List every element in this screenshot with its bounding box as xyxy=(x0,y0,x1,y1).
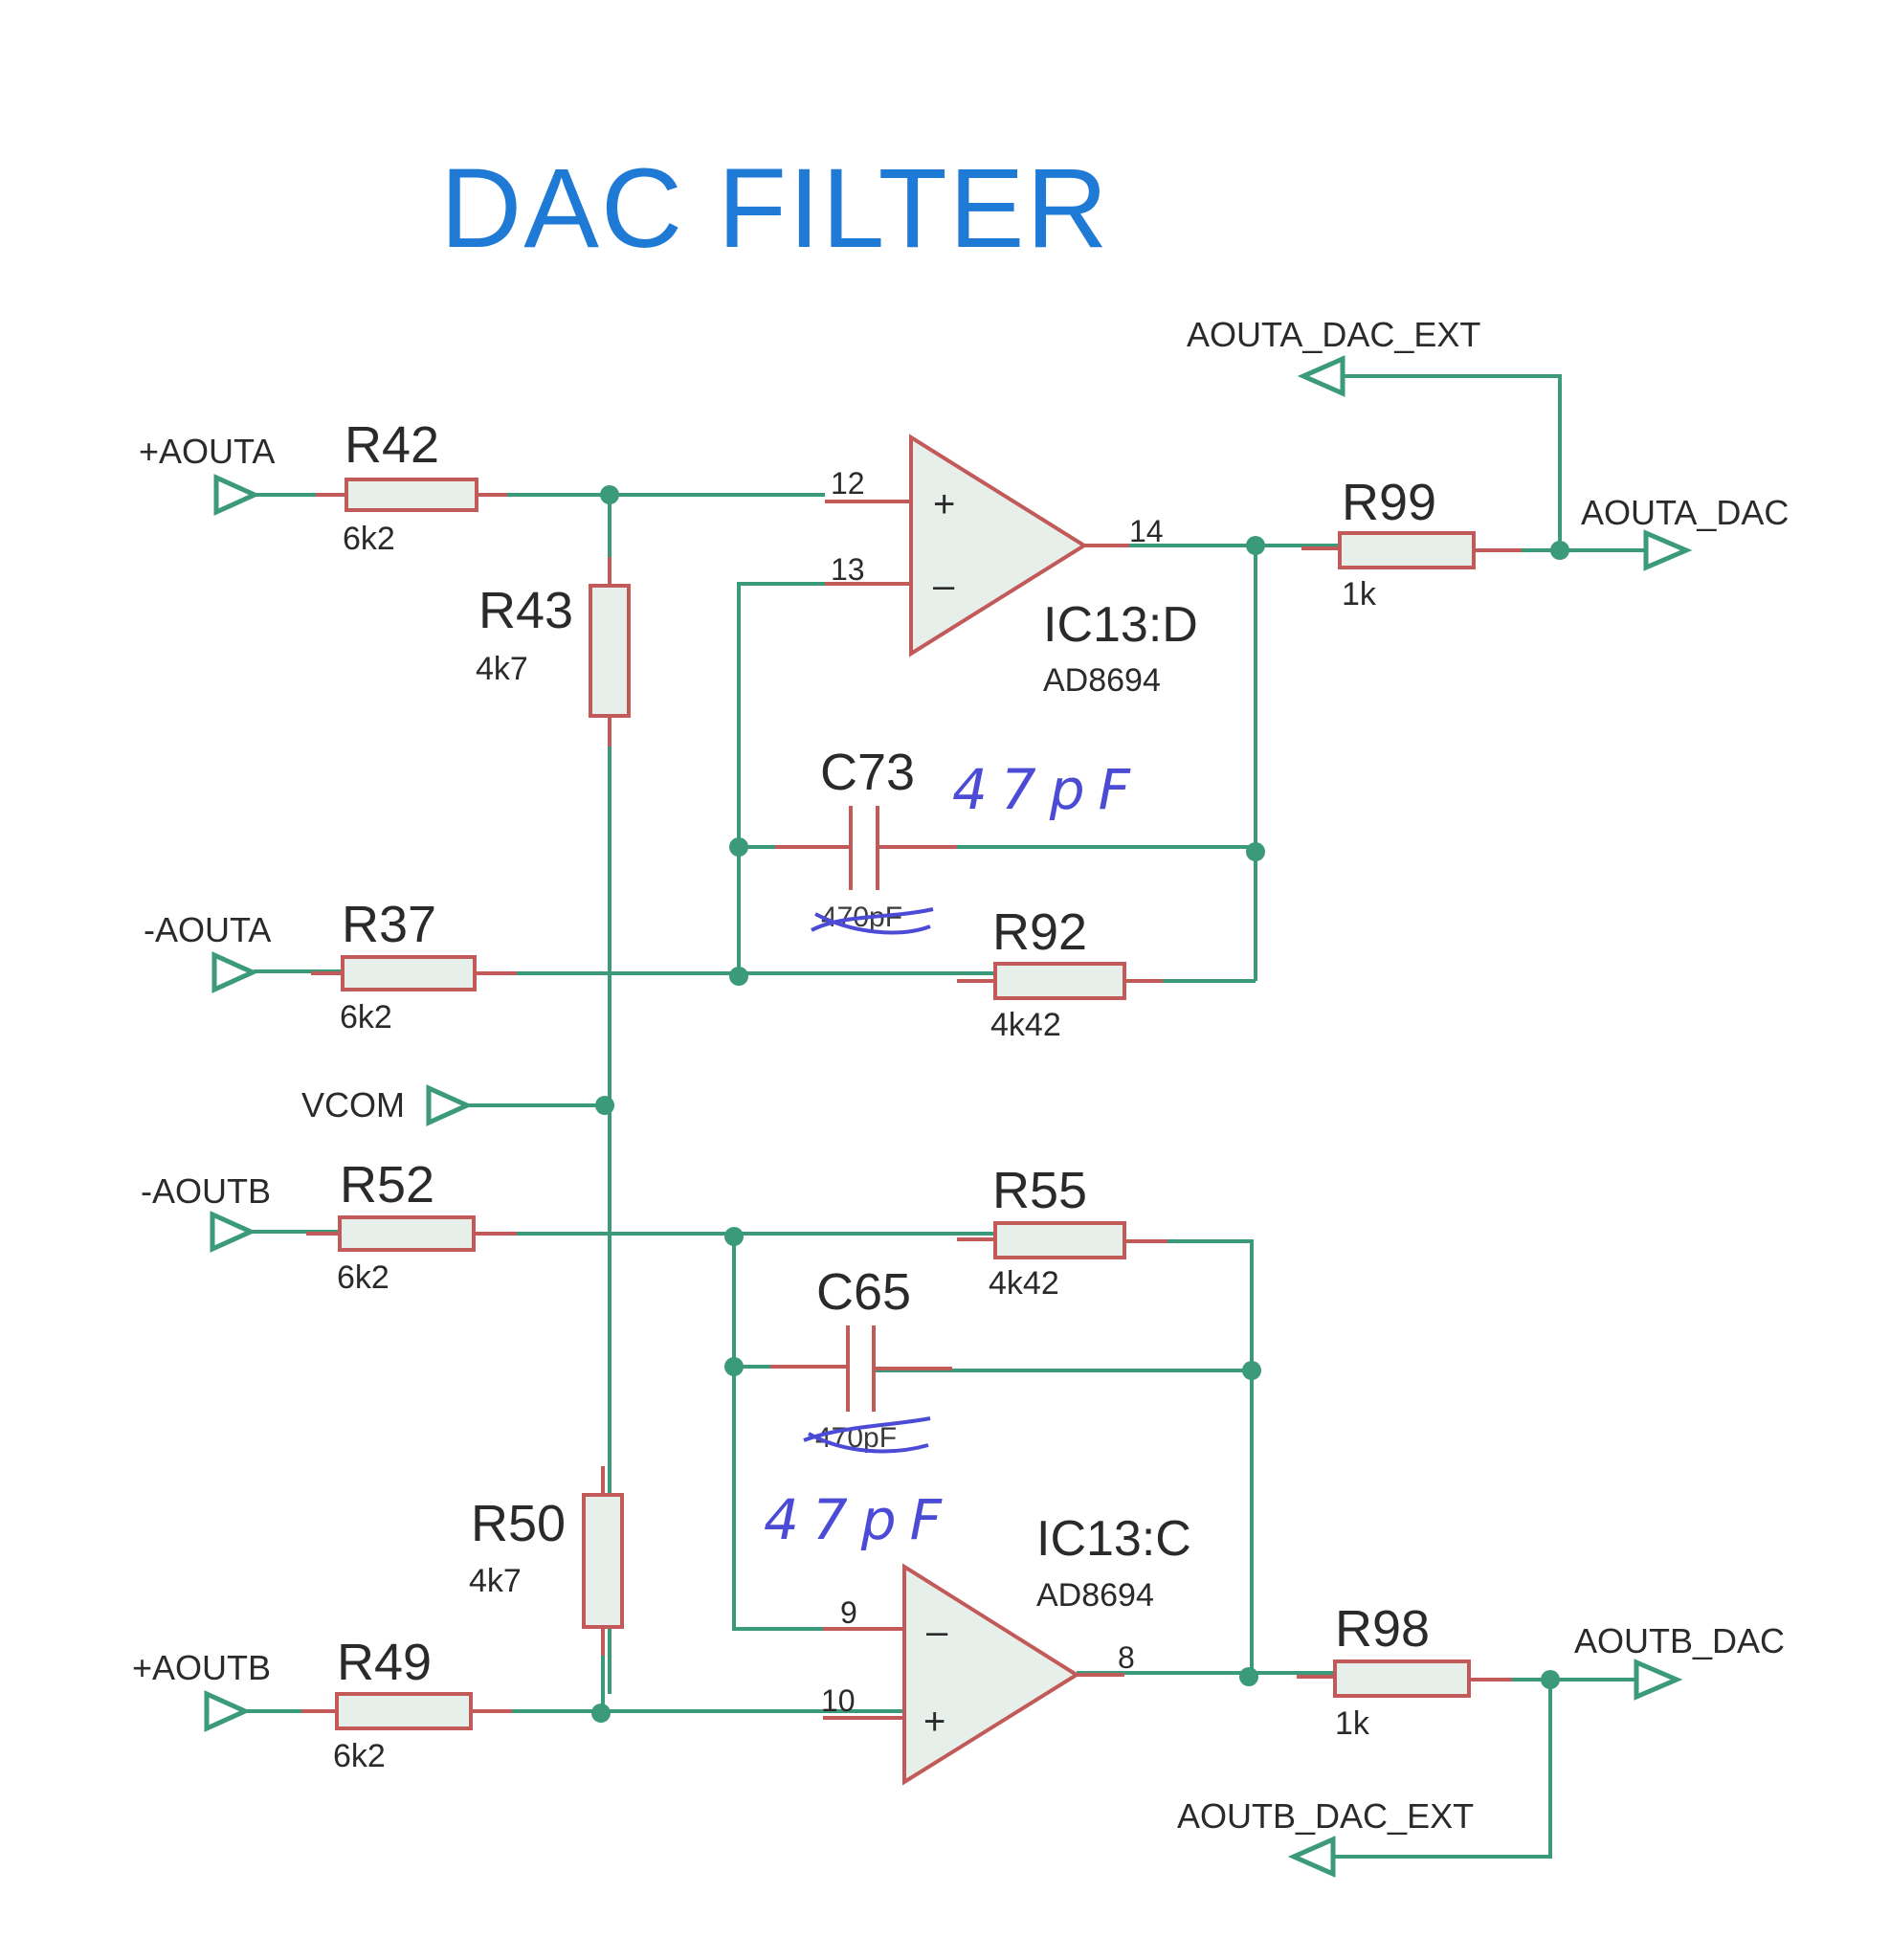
net-label-aouta-pos: +AOUTA xyxy=(139,432,275,471)
ic13c-part: AD8694 xyxy=(1036,1577,1154,1614)
ic13c-plus-sign: + xyxy=(923,1701,945,1743)
c73-handwritten-value: 47pF xyxy=(952,757,1144,822)
capacitor-c65: C65 470pF 47pF xyxy=(764,1263,955,1552)
junctions xyxy=(591,485,1569,1723)
port-aouta-neg: -AOUTA xyxy=(144,910,271,993)
opamp-ic13c: – + 9 10 8 IC13:C AD8694 xyxy=(821,1511,1191,1786)
ic13d-pin-13: 13 xyxy=(831,552,865,587)
resistor-r43: R43 4k7 xyxy=(476,557,631,746)
ic13d-minus-sign: – xyxy=(933,565,955,607)
port-aouta-pos: +AOUTA xyxy=(139,432,275,516)
resistor-r37: R37 6k2 xyxy=(311,896,517,1036)
ic13d-part: AD8694 xyxy=(1043,662,1161,699)
r52-ref: R52 xyxy=(340,1156,434,1214)
resistor-r52: R52 6k2 xyxy=(306,1156,517,1296)
c73-strike-scribble xyxy=(811,907,934,935)
r49-ref: R49 xyxy=(337,1634,432,1691)
resistor-r99: R99 1k xyxy=(1301,474,1522,612)
ic13d-plus-sign: + xyxy=(933,483,955,525)
r92-ref: R92 xyxy=(992,903,1087,961)
r55-ref: R55 xyxy=(992,1162,1087,1219)
r99-value: 1k xyxy=(1342,576,1377,612)
ic13d-ref: IC13:D xyxy=(1043,597,1198,653)
net-label-aouta-dac-ext: AOUTA_DAC_EXT xyxy=(1187,315,1480,354)
schematic-title: DAC FILTER xyxy=(440,145,1110,272)
net-label-aouta-neg: -AOUTA xyxy=(144,910,271,949)
ic13d-pin-12: 12 xyxy=(831,466,865,501)
c73-ref: C73 xyxy=(820,744,915,801)
r50-ref: R50 xyxy=(471,1495,566,1552)
resistor-r92: R92 4k42 xyxy=(957,903,1163,1043)
ic13c-minus-sign: – xyxy=(926,1611,948,1653)
r99-ref: R99 xyxy=(1342,474,1436,531)
resistor-r49: R49 6k2 xyxy=(301,1634,512,1774)
junction-dot xyxy=(724,1357,744,1376)
ic13c-pin-8: 8 xyxy=(1118,1640,1135,1675)
junction-dot xyxy=(591,1704,611,1723)
c65-handwritten-value: 47pF xyxy=(764,1487,955,1552)
resistor-r98: R98 1k xyxy=(1297,1600,1512,1742)
r50-value: 4k7 xyxy=(469,1563,522,1599)
junction-dot xyxy=(1541,1670,1560,1689)
resistor-r50: R50 4k7 xyxy=(469,1466,624,1656)
c65-strike-scribble xyxy=(803,1416,931,1454)
junction-dot xyxy=(1239,1667,1258,1686)
r37-value: 6k2 xyxy=(340,999,392,1036)
net-label-aoutb-dac-ext: AOUTB_DAC_EXT xyxy=(1177,1796,1474,1836)
net-label-aoutb-pos: +AOUTB xyxy=(132,1648,271,1687)
junction-dot xyxy=(729,967,748,986)
port-aoutb-pos: +AOUTB xyxy=(132,1648,271,1732)
resistor-r42: R42 6k2 xyxy=(316,416,507,557)
r98-value: 1k xyxy=(1335,1705,1370,1742)
junction-dot xyxy=(1242,1361,1261,1380)
r42-ref: R42 xyxy=(345,416,439,474)
junction-dot xyxy=(1246,842,1265,861)
ic13c-pin-10: 10 xyxy=(821,1683,856,1718)
c65-ref: C65 xyxy=(816,1263,911,1321)
net-label-vcom: VCOM xyxy=(301,1085,405,1125)
junction-dot xyxy=(729,837,748,857)
resistor-r55: R55 4k42 xyxy=(957,1162,1167,1302)
r37-ref: R37 xyxy=(342,896,436,953)
r43-ref: R43 xyxy=(478,582,573,639)
port-aoutb-dac-ext: AOUTB_DAC_EXT xyxy=(1177,1796,1474,1878)
ic13c-ref: IC13:C xyxy=(1036,1511,1191,1567)
net-label-aouta-dac: AOUTA_DAC xyxy=(1581,493,1789,532)
r43-value: 4k7 xyxy=(476,651,528,687)
r92-value: 4k42 xyxy=(990,1007,1061,1043)
junction-dot xyxy=(1246,536,1265,555)
junction-dot xyxy=(595,1096,614,1115)
r49-value: 6k2 xyxy=(333,1738,386,1774)
port-vcom: VCOM xyxy=(301,1084,474,1126)
port-aouta-dac-ext: AOUTA_DAC_EXT xyxy=(1187,315,1480,397)
ic13c-pin-9: 9 xyxy=(840,1595,857,1630)
opamp-ic13d: + – 12 13 14 IC13:D AD8694 xyxy=(825,434,1198,699)
net-label-aoutb-neg: -AOUTB xyxy=(141,1171,271,1211)
capacitor-c73: C73 470pF 47pF xyxy=(775,744,1144,935)
r55-value: 4k42 xyxy=(989,1265,1059,1302)
junction-dot xyxy=(1550,541,1569,560)
r42-value: 6k2 xyxy=(343,521,395,557)
port-aouta-dac: AOUTA_DAC xyxy=(1581,493,1789,571)
r98-ref: R98 xyxy=(1335,1600,1430,1658)
port-aoutb-dac: AOUTB_DAC xyxy=(1574,1621,1785,1701)
port-aoutb-neg: -AOUTB xyxy=(141,1171,271,1253)
r52-value: 6k2 xyxy=(337,1259,389,1296)
ic13d-pin-14: 14 xyxy=(1129,514,1164,548)
junction-dot xyxy=(724,1227,744,1246)
junction-dot xyxy=(600,485,619,504)
net-label-aoutb-dac: AOUTB_DAC xyxy=(1574,1621,1785,1660)
